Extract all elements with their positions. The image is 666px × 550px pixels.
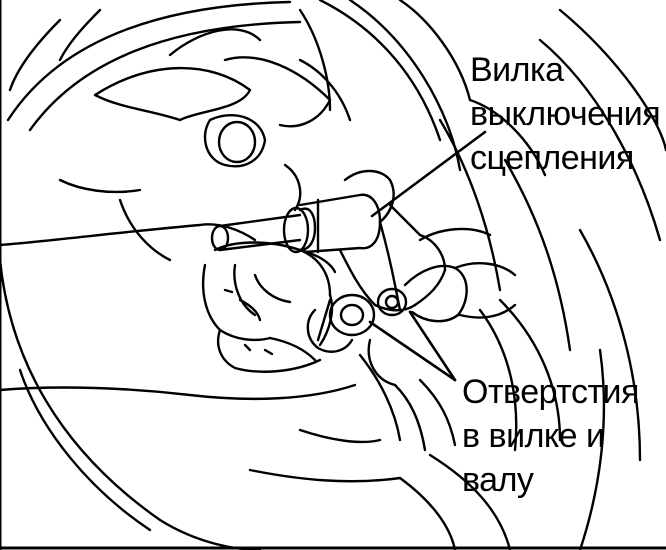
leader-lines xyxy=(368,130,487,382)
label-line: в вилке и xyxy=(462,417,605,455)
release-fork xyxy=(306,169,517,452)
label-line: сцепления xyxy=(470,139,634,177)
label-line: валу xyxy=(462,461,534,499)
clutch-release-fork-label: Вилка выключения сцепления xyxy=(470,48,661,180)
lower-details xyxy=(248,298,562,550)
label-line: выключения xyxy=(470,95,661,133)
fork-leader-line xyxy=(370,130,487,218)
label-line: Отвертстия xyxy=(462,373,639,411)
screwdriver-leader-line-1 xyxy=(368,320,457,382)
label-line: Вилка xyxy=(470,51,564,89)
housing-ribs xyxy=(58,8,352,262)
hand xyxy=(0,223,357,401)
fork-shaft-holes-label: Отвертстия в вилке и валу xyxy=(462,370,639,502)
screwdriver-leader-line-2 xyxy=(408,310,457,382)
